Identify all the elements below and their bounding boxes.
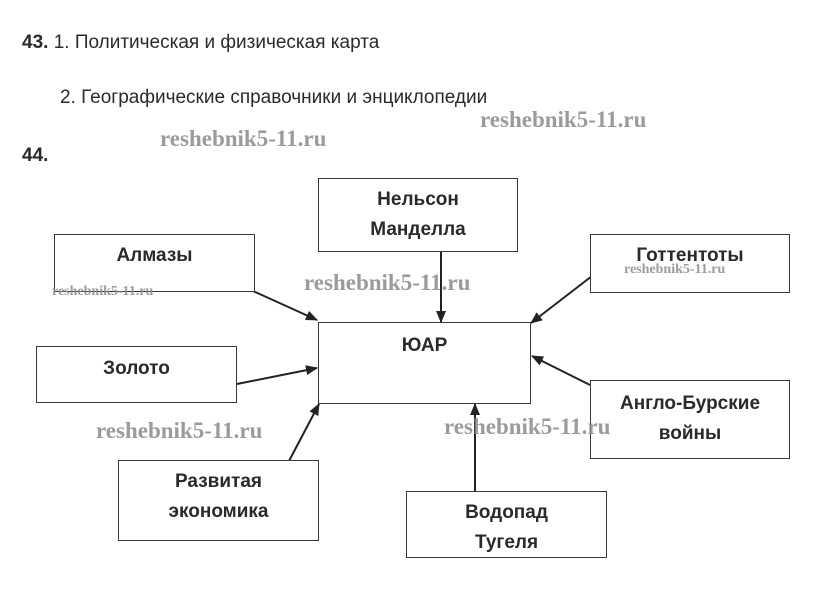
node-gottentoty: Готтентоты [590,234,790,293]
node-anglo-bur-line2: войны [658,423,722,444]
node-economy: Развитая экономика [118,460,319,541]
node-anglo-bur-line1: Англо-Бурские [619,393,761,414]
node-economy-line2: экономика [168,501,269,522]
watermark: reshebnik5-11.ru [96,418,263,443]
node-almazy: Алмазы [54,234,255,292]
watermark: reshebnik5-11.ru [624,262,726,277]
node-mandela: Нельсон Манделла [318,178,518,252]
task-43-item-2: 2. Географические справочники и энциклоп… [60,87,488,108]
node-anglo-bur: Англо-Бурские войны [590,380,790,459]
task-43-item-1: 43. 1. Политическая и физическая карта [22,32,379,54]
watermark: reshebnik5-11.ru [444,414,611,439]
node-mandela-line2: Манделла [370,219,466,240]
watermark: reshebnik5-11.ru [160,126,327,151]
node-center-label: ЮАР [401,335,448,356]
node-vodopad-line2: Тугеля [474,532,539,553]
arrow-gottentoty [530,275,593,324]
node-vodopad-line1: Водопад [465,502,548,523]
task-43-number: 43. [22,32,49,53]
watermark: reshebnik5-11.ru [52,284,154,299]
node-vodopad: Водопад Тугеля [406,491,607,558]
node-zoloto: Золото [36,346,237,403]
arrow-economy [288,403,320,462]
watermark: reshebnik5-11.ru [304,270,471,295]
arrow-anglo-bur [531,355,591,386]
node-almazy-label: Алмазы [116,245,193,266]
node-mandela-line1: Нельсон [377,189,459,210]
node-economy-line1: Развитая [175,471,262,492]
node-center-yuar: ЮАР [318,322,531,404]
task-43-item-1-text: 1. Политическая и физическая карта [53,32,380,53]
arrow-almazy [252,290,318,321]
node-gottentoty-label: Готтентоты [636,245,744,266]
arrow-zoloto [236,365,318,385]
watermark: reshebnik5-11.ru [480,107,647,132]
node-zoloto-label: Золото [103,358,170,379]
task-44-number: 44. [22,145,49,166]
